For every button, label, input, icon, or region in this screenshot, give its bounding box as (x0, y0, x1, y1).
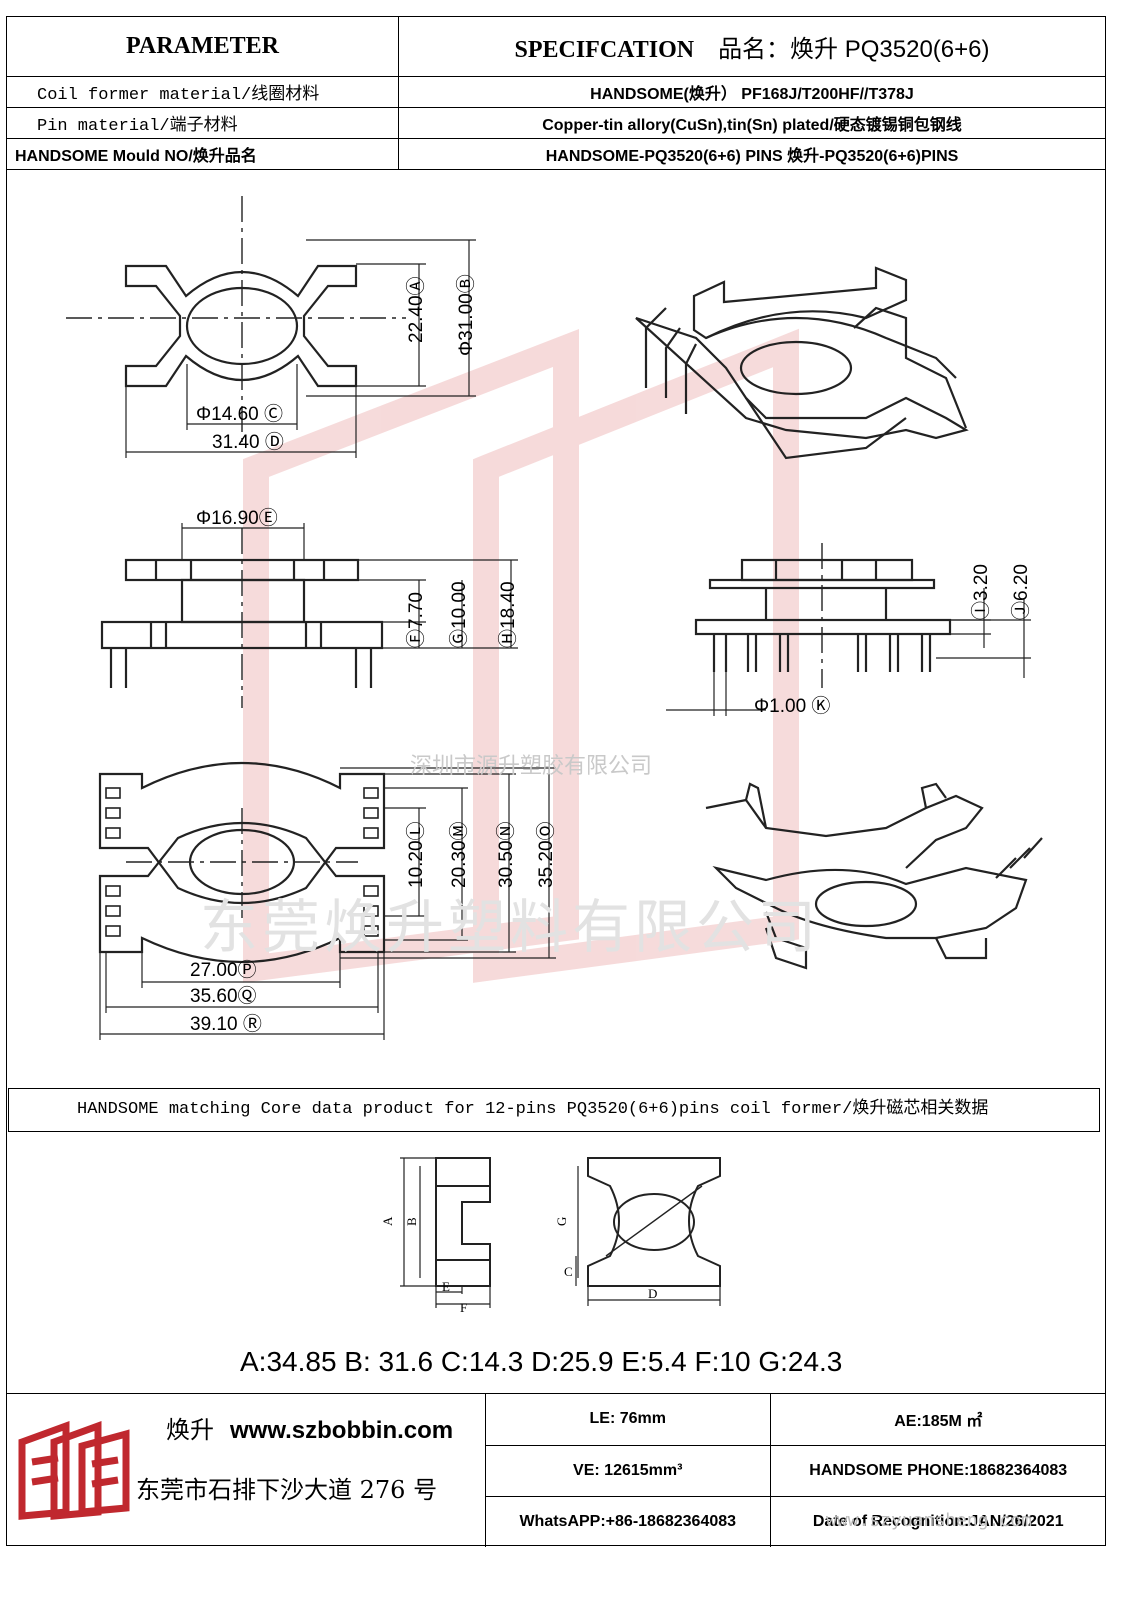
bottom-view-drawing (98, 762, 556, 1040)
dim-a-label: 22.40Ⓐ (405, 276, 427, 343)
core-label-c: C (564, 1264, 573, 1279)
dim-r-label: 39.10 Ⓡ (190, 1013, 262, 1035)
core-label-f: F (460, 1300, 467, 1315)
core-label-e: E (442, 1279, 450, 1294)
ae-value: AE:185M ㎡ (769, 1394, 1106, 1446)
dim-o-label: 35.20Ⓞ (535, 821, 557, 888)
core-label-b: B (404, 1217, 419, 1226)
le-value: LE: 76mm (486, 1394, 771, 1446)
dim-m-label: 20.30Ⓜ (448, 821, 470, 888)
technical-drawing-area: 22.40Ⓐ Φ31.00Ⓑ Φ14.60 Ⓒ 31.40 Ⓓ Φ16.90Ⓔ … (6, 168, 1106, 1086)
mould-no-value: HANDSOME-PQ3520(6+6) PINS 焕升-PQ3520(6+6)… (398, 138, 1106, 170)
company-address: 东莞市石排下沙大道 276 号 (136, 1476, 438, 1504)
core-label-d: D (648, 1286, 657, 1301)
dim-i-label: Ⓘ3.20 (970, 564, 992, 620)
isometric-view-bottom (705, 782, 1043, 970)
core-drawing: A B C D E F G (380, 1157, 721, 1315)
dim-p-label: 27.00Ⓟ (190, 959, 257, 981)
core-label-g: G (554, 1217, 569, 1226)
core-label-a: A (380, 1216, 395, 1226)
dim-g-label: Ⓖ10.00 (448, 581, 470, 648)
coil-material-value: HANDSOME(焕升） PF168J/T200HF//T378J (398, 76, 1106, 108)
pin-material-label: Pin material/端子材料 (6, 107, 399, 139)
parameter-heading: PARAMETER (6, 16, 399, 77)
mould-no-label: HANDSOME Mould NO/焕升品名 (6, 138, 399, 170)
core-data-note: HANDSOME matching Core data product for … (8, 1088, 1100, 1132)
core-dimension-values: A:34.85 B: 31.6 C:14.3 D:25.9 E:5.4 F:10… (240, 1346, 843, 1377)
ve-value: VE: 12615mm³ (486, 1444, 771, 1497)
bobbin-drawings: 22.40Ⓐ Φ31.00Ⓑ Φ14.60 Ⓒ 31.40 Ⓓ Φ16.90Ⓔ … (66, 196, 1043, 1040)
product-name: 品名：焕升 PQ3520(6+6) (718, 36, 990, 63)
company-info-cell: 焕升 www.szbobbin.com 东莞市石排下沙大道 276 号 (6, 1394, 486, 1547)
dim-j-label: Ⓙ6.20 (1010, 564, 1032, 620)
brand-name-cn: 焕升 (166, 1416, 214, 1444)
recognition-date: Date of Recognition:JAN/26/2021 (769, 1495, 1106, 1547)
dim-l-label: 10.20Ⓛ (405, 821, 427, 888)
brand-line: 焕升 www.szbobbin.com (166, 1410, 453, 1445)
dim-q-label: 35.60Ⓠ (190, 985, 257, 1007)
dim-f-label: Ⓕ7.70 (405, 592, 427, 648)
dim-n-label: 30.50Ⓝ (495, 821, 517, 888)
company-logo-icon (18, 1421, 130, 1520)
dim-e-label: Φ16.90Ⓔ (196, 507, 278, 529)
dim-k-label: Φ1.00 Ⓚ (754, 695, 830, 717)
top-view-drawing (66, 196, 476, 458)
dim-h-label: Ⓗ18.40 (497, 581, 519, 648)
website-link[interactable]: www.szbobbin.com (230, 1417, 454, 1444)
pin-view-drawing (666, 543, 1031, 716)
coil-material-label: Coil former material/线圈材料 (6, 76, 399, 108)
dim-b-label: Φ31.00Ⓑ (455, 274, 477, 356)
side-view-drawing (100, 523, 518, 708)
phone-value: HANDSOME PHONE:18682364083 (769, 1444, 1106, 1497)
footer: 焕升 www.szbobbin.com 东莞市石排下沙大道 276 号 LE: 7… (6, 1393, 1106, 1547)
dim-c-label: Φ14.60 Ⓒ (196, 403, 283, 425)
whatsapp-value: WhatsAPP:+86-18682364083 (486, 1495, 771, 1547)
pin-material-value: Copper-tin allory(CuSn),tin(Sn) plated/硬… (398, 107, 1106, 139)
isometric-view-top (635, 266, 969, 460)
core-params-table: LE: 76mm AE:185M ㎡ VE: 12615mm³ HANDSOME… (486, 1394, 1106, 1547)
dim-d-label: 31.40 Ⓓ (212, 431, 284, 453)
